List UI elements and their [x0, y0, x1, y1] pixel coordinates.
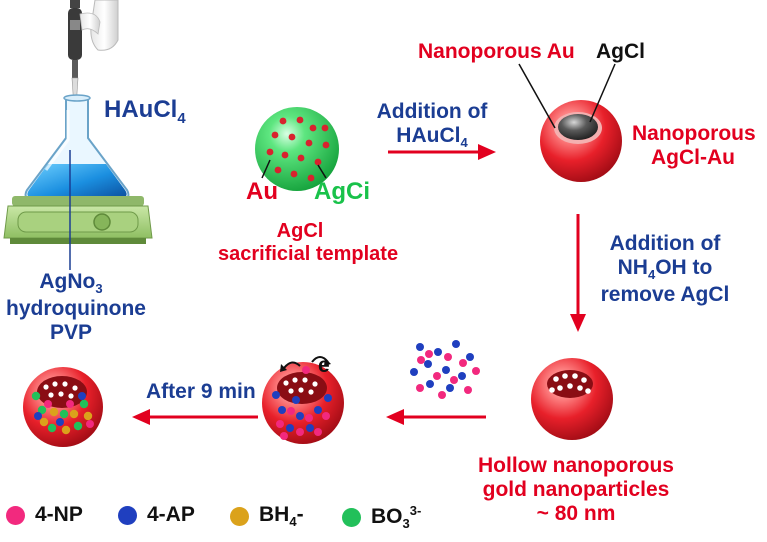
nanoporous-agcl-au-label: Nanoporous AgCl-Au: [632, 122, 756, 170]
erlenmeyer-flask-icon: [24, 94, 130, 201]
arrow-step1: [388, 144, 496, 160]
agci-label: AgCi: [314, 178, 370, 205]
legend-swatch: [118, 505, 137, 525]
agcl-core-pointer-line: [589, 63, 616, 123]
legend-item-4ap: 4-AP: [118, 503, 195, 527]
nanoporous-agcl-au-sphere: [540, 100, 622, 182]
agcl-template-sphere: [255, 107, 339, 191]
reactant-particles-cluster: [410, 340, 480, 399]
hollow-nanoporous-sphere: [531, 358, 613, 440]
nanoporous-au-pointer-line: [518, 63, 556, 129]
hollow-particles-label: Hollow nanoporous gold nanoparticles ~ 8…: [478, 454, 674, 526]
reacting-sphere: [262, 356, 344, 444]
legend-item-4np: 4-NP: [6, 503, 83, 527]
step1-label: Addition of HAuCl4: [376, 100, 488, 151]
template-label: AgCl sacrificial template: [218, 220, 399, 265]
nanoporous-au-label: Nanoporous Au: [418, 40, 575, 63]
au-pointer-line: [261, 159, 271, 179]
legend-swatch: [342, 507, 361, 527]
arrow-step4: [132, 409, 258, 425]
agci-pointer-line: [317, 164, 327, 179]
haucl4-reagent-label: HAuCl4: [104, 96, 186, 127]
pipette-icon: [68, 0, 119, 109]
au-label: Au: [246, 178, 278, 205]
after-time-label: After 9 min: [146, 380, 256, 403]
electron-label: e: [318, 354, 330, 377]
legend-swatch: [6, 505, 25, 525]
final-sphere: [23, 367, 103, 447]
agno3-reagent-label: AgNo3 hydroquinone PVP: [6, 270, 146, 345]
arrow-step2: [570, 214, 586, 332]
agcl-core-label: AgCl: [596, 40, 645, 63]
legend-swatch: [230, 506, 249, 526]
legend-item-bh4: BH4-: [230, 503, 304, 529]
legend-item-bo3: BO33-: [342, 503, 421, 531]
hotplate-stirrer-icon: [3, 196, 153, 244]
arrow-step3: [386, 409, 486, 425]
step2-label: Addition of NH4OH to remove AgCl: [600, 232, 730, 307]
